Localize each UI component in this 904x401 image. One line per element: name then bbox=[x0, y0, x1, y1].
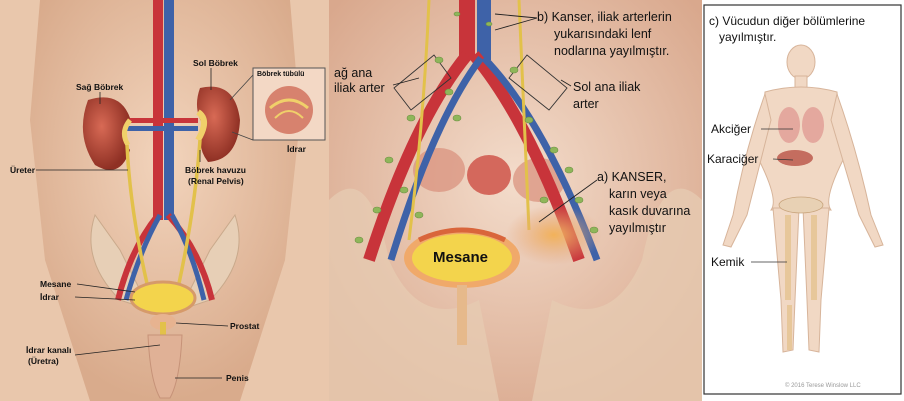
label-left-kidney: Sol Böbrek bbox=[193, 58, 238, 68]
label-bladder: Mesane bbox=[40, 279, 71, 289]
panel-distant-metastasis: c) Vücudun diğer bölümlerine yayılmıştır… bbox=[703, 0, 904, 401]
label-renal-pelvis-1: Böbrek havuzu bbox=[185, 165, 246, 175]
label-ureter: Üreter bbox=[10, 165, 35, 175]
urinary-anatomy-illustration bbox=[0, 0, 329, 401]
label-urine-inset: İdrar bbox=[287, 144, 306, 154]
label-penis: Penis bbox=[226, 373, 249, 383]
label-right-kidney: Sağ Böbrek bbox=[76, 82, 123, 92]
label-lymph-spread-3: nodlarına yayılmıştır. bbox=[554, 44, 669, 59]
label-distant-title-1: c) Vücudun diğer bölümlerine bbox=[709, 14, 865, 28]
label-prostate: Prostat bbox=[230, 321, 259, 331]
label-lymph-spread-2: yukarısındaki lenf bbox=[554, 27, 651, 42]
label-right-common-iliac-2: iliak arter bbox=[334, 81, 385, 96]
full-body-illustration bbox=[703, 0, 904, 401]
panel-cancer-spread-pelvis: ağ ana iliak arter b) Kanser, iliak arte… bbox=[329, 0, 702, 401]
label-lung: Akciğer bbox=[711, 122, 751, 136]
label-renal-pelvis-2: (Renal Pelvis) bbox=[188, 176, 244, 186]
label-cancer-spread-1: a) KANSER, bbox=[597, 170, 666, 185]
label-urethra-1: İdrar kanalı bbox=[26, 345, 71, 355]
label-bone: Kemik bbox=[711, 255, 744, 269]
label-left-common-iliac-1: Sol ana iliak bbox=[573, 80, 640, 95]
label-right-common-iliac-1: ağ ana bbox=[334, 66, 372, 81]
label-urine: İdrar bbox=[40, 292, 59, 302]
label-cancer-spread-3: kasık duvarına bbox=[609, 204, 690, 219]
panel-urinary-system: Sağ Böbrek Sol Böbrek Böbrek tübülü İdra… bbox=[0, 0, 329, 401]
label-bladder-center: Mesane bbox=[433, 249, 488, 266]
label-urethra-2: (Üretra) bbox=[28, 356, 59, 366]
label-lymph-spread-1: b) Kanser, iliak arterlerin bbox=[537, 10, 672, 25]
label-cancer-spread-4: yayılmıştır bbox=[609, 221, 666, 236]
label-cancer-spread-2: karın veya bbox=[609, 187, 667, 202]
label-left-common-iliac-2: arter bbox=[573, 97, 599, 112]
copyright-text: © 2016 Terese Winslow LLC bbox=[785, 383, 861, 389]
label-distant-title-2: yayılmıştır. bbox=[719, 30, 776, 44]
label-liver: Karaciğer bbox=[707, 152, 758, 166]
label-nephron: Böbrek tübülü bbox=[257, 70, 304, 80]
